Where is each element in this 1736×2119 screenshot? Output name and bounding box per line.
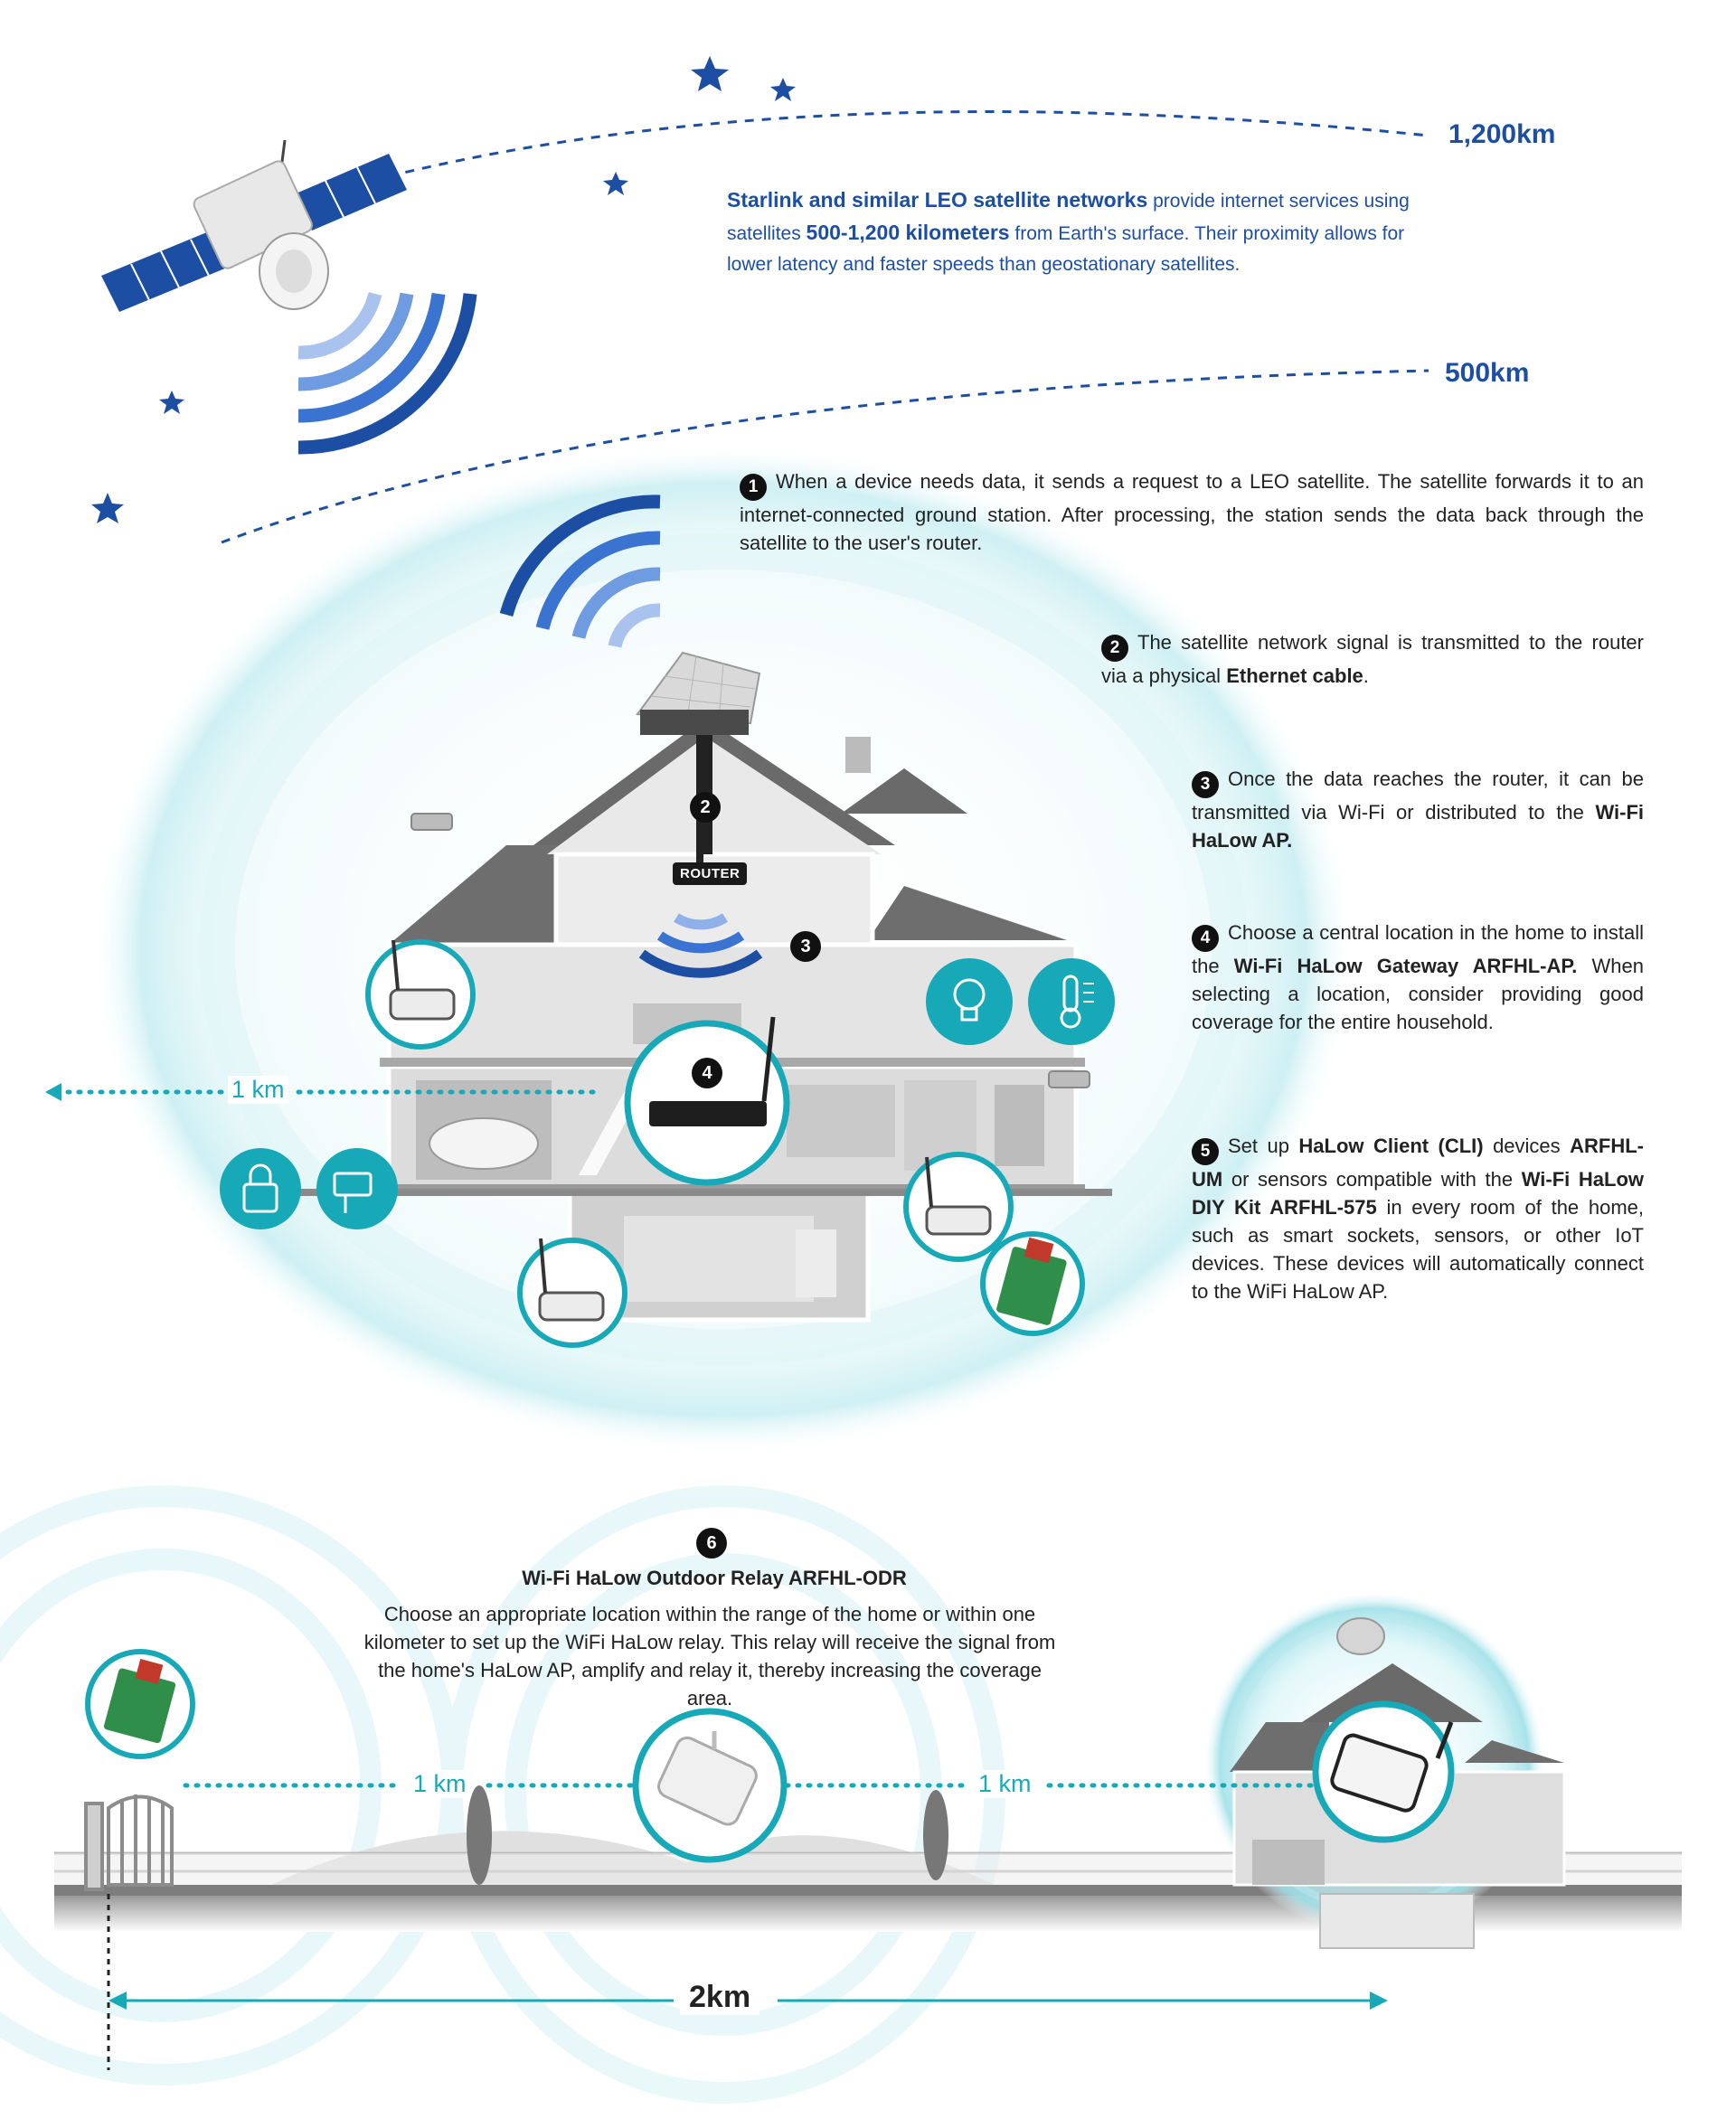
orbit-500km: [221, 369, 1429, 544]
stars: [91, 56, 796, 523]
house-range-label: 1 km: [228, 1076, 288, 1104]
relay-description: Choose an appropriate location within th…: [363, 1603, 1056, 1709]
orbit-1200km: [388, 110, 1429, 178]
altitude-1200km-label: 1,200km: [1448, 119, 1556, 149]
step-text: When selecting a location, consider prov…: [1192, 954, 1644, 1033]
step-text: When a device needs data, it sends a req…: [740, 470, 1644, 554]
badge-step-2: 2: [690, 792, 721, 823]
step-text-bold: Wi-Fi HaLow Gateway ARFHL-AP.: [1233, 954, 1578, 977]
badge-step-6: 6: [696, 1528, 727, 1559]
step-text: Set up: [1228, 1135, 1299, 1157]
star-icon: [770, 78, 796, 101]
halow-ap-icon: [1312, 1700, 1455, 1843]
step-text-bold: HaLow Client (CLI): [1298, 1135, 1484, 1157]
total-range-arrow: [107, 1894, 1388, 2070]
halow-client-icon: [517, 1238, 627, 1348]
dish-signal-icon: [499, 494, 661, 648]
intro-bold-distance: 500-1,200 kilometers: [806, 221, 1010, 244]
halow-ap-icon: [624, 1016, 790, 1186]
lock-icon: [220, 1148, 301, 1229]
starlink-dish-icon: [636, 651, 761, 735]
satellite-icon: [101, 139, 407, 312]
step-5: 5 Set up HaLow Client (CLI) devices ARFHL…: [1192, 1132, 1644, 1305]
diy-kit-board-icon: [85, 1649, 195, 1759]
step-number-badge: 5: [1192, 1137, 1219, 1165]
step-number-badge: 1: [740, 473, 767, 501]
step-text: or sensors compatible with the: [1222, 1167, 1522, 1191]
star-icon: [603, 172, 628, 195]
total-range-label: 2km: [680, 1980, 760, 2015]
star-icon: [159, 391, 184, 414]
halow-client-icon: [365, 939, 476, 1050]
relay-right-range-label: 1 km: [975, 1770, 1035, 1798]
router-wifi-signal-icon: [638, 913, 763, 978]
step-text: devices: [1483, 1135, 1571, 1157]
step-text-bold: Wi-Fi HaLow AP.: [1192, 800, 1644, 852]
badge-step-4: 4: [692, 1058, 722, 1088]
gate: [84, 1794, 174, 1891]
security-camera-icon: [316, 1148, 398, 1229]
thermometer-icon: [1028, 958, 1115, 1045]
intro-text-1: provide internet services using satellit…: [727, 191, 1410, 244]
router-label: ROUTER: [673, 862, 748, 885]
step-text-bold: Wi-Fi HaLow DIY Kit ARFHL-575: [1192, 1167, 1644, 1219]
one-km-range-line: [45, 1083, 599, 1101]
star-icon: [91, 493, 124, 523]
security-camera-icon: [410, 813, 1090, 1088]
light-bulb-icon: [926, 958, 1013, 1045]
altitude-500km-label: 500km: [1445, 358, 1530, 388]
intro-description: Starlink and similar LEO satellite netwo…: [727, 184, 1450, 280]
star-icon: [691, 56, 729, 91]
step-number-badge: 4: [1192, 924, 1219, 952]
step-text: The satellite network signal is transmit…: [1101, 631, 1644, 687]
step-number-badge: 2: [1101, 634, 1128, 662]
step-text-bold: Ethernet cable: [1226, 664, 1363, 687]
outdoor-relay-icon: [632, 1708, 788, 1863]
step-text: Choose a central location in the home to…: [1192, 921, 1644, 977]
step-text: in every room of the home, such as smart…: [1192, 1195, 1644, 1303]
satellite-signal-icon: [297, 292, 477, 455]
badge-step-3: 3: [790, 931, 821, 962]
step-text: Once the data reaches the router, it can…: [1192, 768, 1644, 824]
halow-client-icon: [903, 1152, 1014, 1262]
relay-left-range-label: 1 km: [410, 1770, 470, 1798]
relay-title: Wi-Fi HaLow Outdoor Relay ARFHL-ODR: [522, 1567, 907, 1589]
step-text: .: [1363, 664, 1369, 687]
trees: [467, 1785, 948, 1885]
intro-bold-networks: Starlink and similar LEO satellite netwo…: [727, 188, 1148, 212]
step-number-badge: 3: [1192, 770, 1219, 798]
intro-text-2: from Earth's surface. Their proximity al…: [727, 223, 1405, 275]
diy-kit-board-icon: [980, 1231, 1085, 1336]
step-text-bold: ARFHL-UM: [1192, 1135, 1644, 1191]
